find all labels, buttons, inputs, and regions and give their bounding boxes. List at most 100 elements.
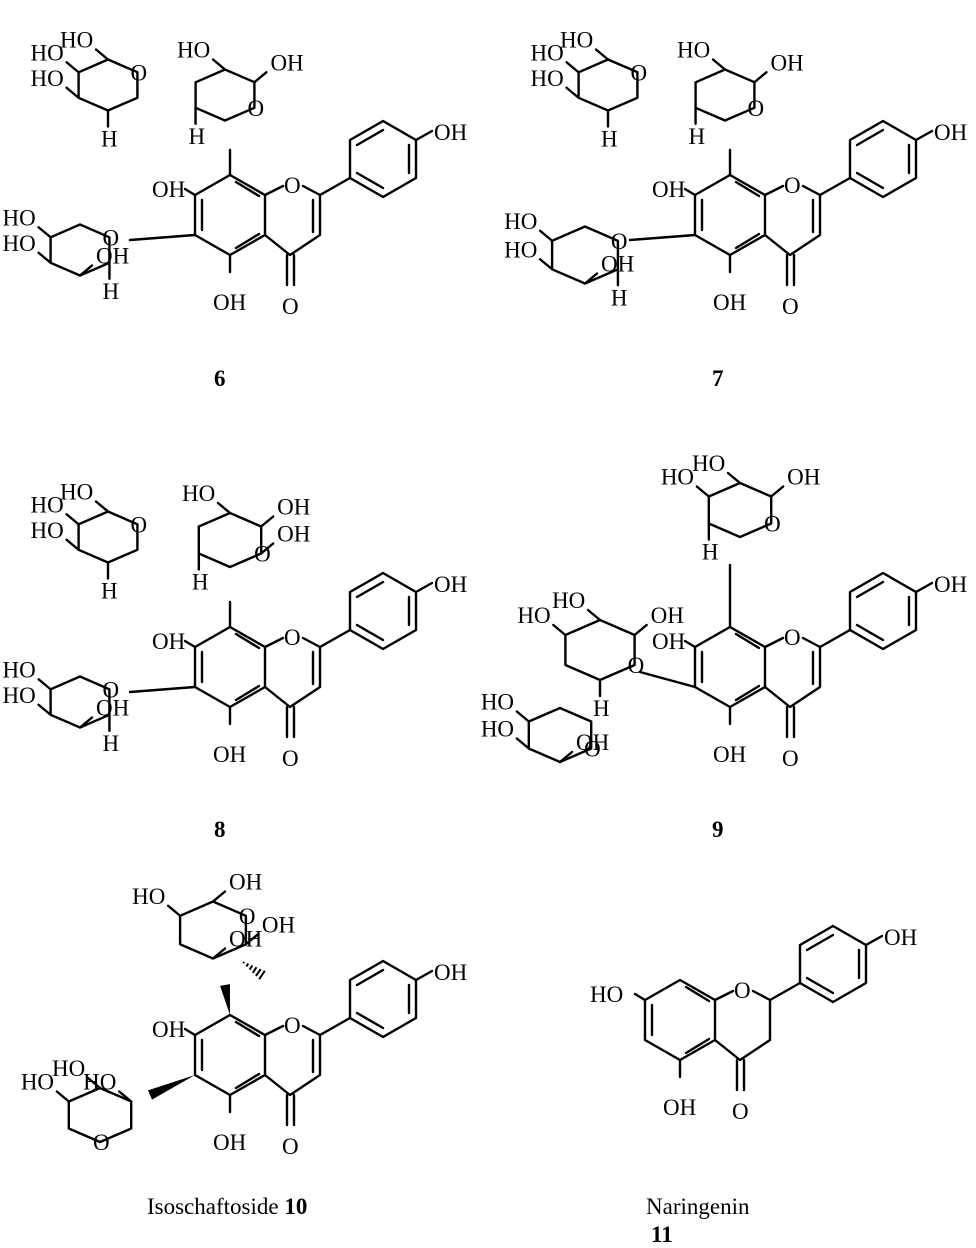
ring-b-double bbox=[355, 171, 385, 190]
compound-9-label: 9 bbox=[712, 817, 724, 842]
ring-b bbox=[348, 119, 418, 199]
ring-a-double bbox=[734, 684, 761, 702]
sugar-oxygen-label: O bbox=[102, 225, 119, 250]
hashed-bond bbox=[242, 961, 266, 980]
oh-bond bbox=[78, 264, 94, 277]
oh-label: OH bbox=[652, 629, 685, 654]
sugar-oxygen-label: O bbox=[254, 542, 271, 567]
ring-b-double bbox=[355, 1011, 385, 1030]
h-label: H bbox=[702, 540, 719, 565]
ring-b-double bbox=[355, 580, 385, 599]
oh-bond bbox=[55, 1090, 71, 1103]
oh-label: OH bbox=[934, 572, 967, 597]
oh-label: OH bbox=[651, 603, 684, 628]
oh-bond bbox=[253, 71, 268, 84]
ring-b-double bbox=[855, 623, 885, 642]
ring-c-o-bond bbox=[713, 989, 735, 1002]
carbonyl-oxygen-label: O bbox=[282, 746, 299, 771]
glycosidic-bond bbox=[128, 685, 197, 694]
oh-label: HO bbox=[560, 28, 593, 53]
oh-label: HO bbox=[182, 481, 215, 506]
oh-label: OH bbox=[434, 120, 467, 145]
ring-a bbox=[193, 625, 267, 709]
sugar-oxygen-label: O bbox=[764, 512, 781, 537]
sugar-oxygen-label: O bbox=[130, 60, 147, 85]
sugar-oxygen-label: O bbox=[102, 677, 119, 702]
ring-b-oh-bond bbox=[914, 129, 934, 142]
ring-b-double bbox=[855, 171, 885, 190]
oh-bond bbox=[515, 710, 531, 723]
oh-bond bbox=[211, 890, 227, 903]
ring-b bbox=[848, 119, 918, 199]
wedge-bond bbox=[220, 984, 230, 1015]
h-label: H bbox=[189, 124, 206, 149]
ring-a-double bbox=[234, 232, 261, 250]
compound-10-number: 10 bbox=[284, 1194, 308, 1219]
sugar-oxygen-label: O bbox=[247, 96, 264, 121]
ring-b-oh-bond bbox=[414, 581, 434, 594]
oh-bond bbox=[65, 513, 80, 526]
oh-bond bbox=[769, 485, 785, 498]
ring-c bbox=[263, 1024, 322, 1097]
glycosidic-bond bbox=[128, 233, 197, 242]
ring-a-double bbox=[734, 632, 761, 650]
compound-10-name: Isoschaftoside bbox=[147, 1194, 279, 1219]
carbonyl-oxygen-label: O bbox=[782, 746, 799, 771]
oh-label: HO bbox=[504, 237, 537, 262]
sugar-oxygen-label: O bbox=[584, 737, 601, 762]
oh-bond bbox=[864, 934, 884, 947]
ring-b bbox=[348, 571, 418, 651]
sugar-ring bbox=[577, 58, 639, 112]
oh-bond bbox=[166, 904, 182, 917]
ring-a-double bbox=[234, 180, 261, 198]
oh-label: OH bbox=[213, 742, 246, 767]
h-label: H bbox=[101, 579, 118, 604]
oh-bond bbox=[538, 229, 554, 242]
ring-a-double bbox=[234, 684, 261, 702]
oh-bond bbox=[37, 703, 52, 716]
ring-c bbox=[713, 989, 772, 1062]
oh-bond bbox=[259, 542, 275, 555]
h-label: H bbox=[102, 731, 119, 756]
ring-b-link bbox=[818, 628, 852, 649]
sugar-oxygen-label: O bbox=[239, 904, 256, 929]
ring-a-double bbox=[734, 180, 761, 198]
ring-c-o-bond bbox=[263, 184, 285, 197]
oh-label: OH bbox=[270, 50, 303, 75]
oh-bond bbox=[117, 1090, 133, 1103]
sugar-oxygen-label: O bbox=[611, 229, 628, 254]
ring-oxygen-label: O bbox=[284, 625, 301, 650]
oh-label: HO bbox=[3, 657, 36, 682]
ring-oxygen-label: O bbox=[284, 1013, 301, 1038]
oh-bond bbox=[78, 716, 94, 729]
oh-label: HO bbox=[3, 231, 36, 256]
oh-bond bbox=[37, 678, 52, 691]
oh-label: HO bbox=[531, 40, 564, 65]
ring-a bbox=[193, 173, 267, 257]
ring-oxygen-label: O bbox=[734, 978, 751, 1003]
oh-label: HO bbox=[3, 205, 36, 230]
carbonyl-oxygen-label: O bbox=[782, 294, 799, 319]
ring-b-double bbox=[355, 128, 385, 147]
compound-10-caption: Isoschaftoside 10 bbox=[147, 1194, 307, 1220]
ring-b-double bbox=[355, 968, 385, 987]
oh-bond bbox=[86, 1076, 102, 1090]
ring-a bbox=[193, 1013, 267, 1097]
h-label: H bbox=[192, 570, 209, 595]
h-label: H bbox=[101, 127, 118, 152]
oh-bond bbox=[244, 933, 260, 946]
ring-c bbox=[263, 184, 322, 257]
oh-bond bbox=[726, 471, 742, 485]
sugar-ring bbox=[194, 68, 256, 122]
glycosidic-bond bbox=[638, 670, 697, 689]
carbonyl-oxygen-label: O bbox=[282, 1134, 299, 1159]
h-label: H bbox=[601, 127, 618, 152]
oh-label: OH bbox=[787, 465, 820, 490]
ring-a bbox=[693, 173, 767, 257]
ring-b-link bbox=[318, 628, 352, 649]
ring-c bbox=[763, 636, 822, 709]
compound-7-label: 7 bbox=[712, 366, 724, 391]
